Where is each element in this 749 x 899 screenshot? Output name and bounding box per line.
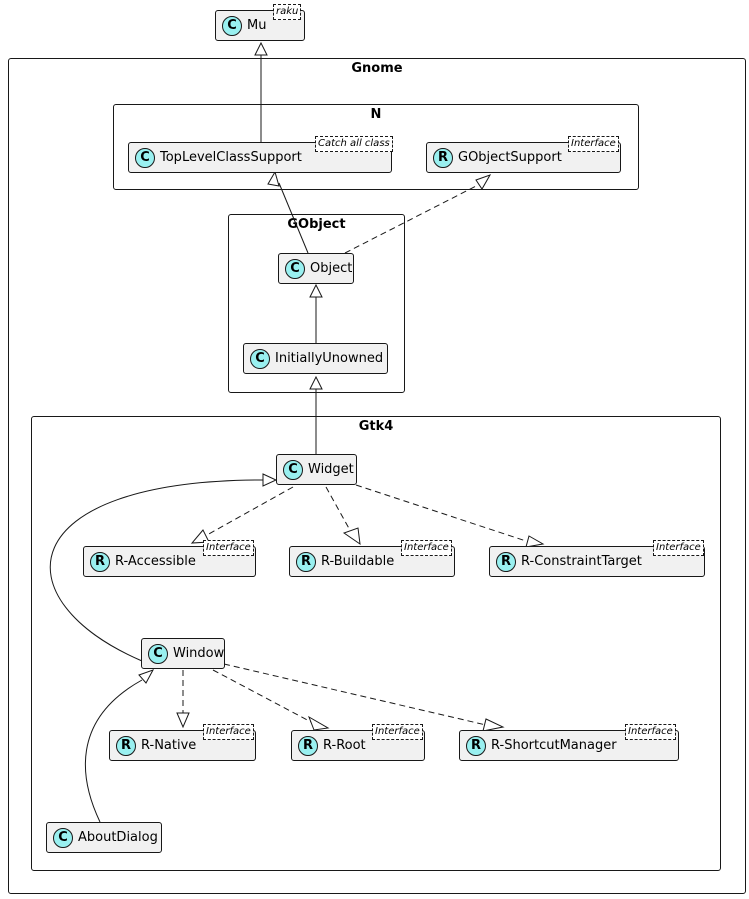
package-n: N	[113, 104, 639, 190]
package-gobject-title: GObject	[287, 217, 346, 232]
class-name: R-ConstraintTarget	[521, 554, 642, 569]
edge-window-to-widget	[49, 479, 264, 662]
class-name: R-ShortcutManager	[491, 738, 617, 753]
class-icon: C	[283, 460, 303, 480]
package-gtk4-title: Gtk4	[358, 419, 394, 434]
stereotype-label: Catch all class	[315, 136, 393, 152]
class-widget[interactable]: C Widget	[276, 454, 357, 485]
class-name: Mu	[247, 18, 267, 33]
interface-r-native[interactable]: R R-Native Interface	[109, 724, 256, 761]
edge-window-to-root	[212, 669, 314, 724]
role-icon: R	[90, 552, 110, 572]
stereotype-label: Interface	[568, 136, 619, 152]
class-mu[interactable]: C Mu raku	[215, 4, 305, 41]
arrowhead-initiallyunowned	[309, 375, 323, 390]
class-window[interactable]: C Window	[141, 638, 225, 669]
class-icon: C	[53, 828, 73, 848]
arrowhead-widget	[262, 473, 278, 487]
stereotype-label: Interface	[203, 724, 254, 740]
arrowhead-native	[176, 712, 190, 729]
interface-r-constrainttarget[interactable]: R R-ConstraintTarget Interface	[489, 540, 705, 577]
stereotype-label: Interface	[625, 724, 676, 740]
arrowhead-buildable	[342, 527, 361, 546]
class-object[interactable]: C Object	[278, 253, 354, 284]
class-icon: C	[285, 259, 305, 279]
class-icon: C	[135, 148, 155, 168]
edge-object-to-gobjectsupport	[344, 183, 481, 254]
interface-r-accessible[interactable]: R R-Accessible Interface	[83, 540, 256, 577]
role-icon: R	[298, 736, 318, 756]
stereotype-label: Interface	[203, 540, 254, 556]
class-name: Widget	[308, 462, 354, 477]
package-gnome: Gnome	[8, 58, 746, 894]
class-name: GObjectSupport	[458, 150, 562, 165]
edge-widget-to-buildable	[325, 486, 352, 533]
class-icon: C	[222, 16, 242, 36]
arrowhead-gobjectsupport	[475, 174, 492, 190]
edge-widget-to-constrainttarget	[355, 484, 527, 542]
role-icon: R	[296, 552, 316, 572]
interface-r-buildable[interactable]: R R-Buildable Interface	[289, 540, 455, 577]
arrowhead-constrainttarget	[525, 535, 545, 548]
package-gtk4: Gtk4	[31, 416, 721, 871]
role-icon: R	[496, 552, 516, 572]
class-name: AboutDialog	[78, 830, 158, 845]
interface-r-shortcutmanager[interactable]: R R-ShortcutManager Interface	[459, 724, 679, 761]
stereotype-label: Interface	[653, 540, 704, 556]
class-initiallyunowned[interactable]: C InitiallyUnowned	[243, 343, 388, 374]
role-icon: R	[466, 736, 486, 756]
package-gnome-title: Gnome	[351, 61, 403, 76]
arrowhead-toplevel	[267, 170, 280, 187]
stereotype-label: Interface	[401, 540, 452, 556]
class-aboutdialog[interactable]: C AboutDialog	[46, 822, 162, 853]
class-icon: C	[250, 349, 270, 369]
package-n-title: N	[370, 107, 382, 122]
stereotype-label: raku	[273, 4, 302, 20]
class-name: InitiallyUnowned	[275, 351, 384, 366]
class-name: R-Accessible	[115, 554, 196, 569]
arrowhead-object	[309, 283, 323, 298]
class-name: TopLevelClassSupport	[160, 150, 302, 165]
edge-object-to-toplevel	[278, 182, 309, 254]
class-name: R-Root	[323, 738, 366, 753]
interface-r-root[interactable]: R R-Root Interface	[291, 724, 425, 761]
class-name: R-Native	[141, 738, 197, 753]
interface-gobjectsupport[interactable]: R GObjectSupport Interface	[426, 136, 621, 173]
class-name: Window	[173, 646, 225, 661]
arrowhead-mu	[254, 41, 268, 56]
role-icon: R	[433, 148, 453, 168]
arrowhead-root	[308, 715, 330, 731]
arrowhead-window	[138, 669, 155, 684]
stereotype-label: Interface	[372, 724, 423, 740]
edge-window-to-shortcutmanager	[223, 663, 487, 726]
class-name: R-Buildable	[321, 554, 395, 569]
role-icon: R	[116, 736, 136, 756]
class-icon: C	[148, 644, 168, 664]
edge-widget-to-accessible	[206, 486, 294, 536]
edge-aboutdialog-to-window	[84, 679, 143, 823]
arrowhead-shortcutmanager	[482, 718, 505, 732]
class-toplevelclasssupport[interactable]: C TopLevelClassSupport Catch all class	[128, 136, 393, 173]
class-name: Object	[310, 261, 353, 276]
arrowhead-accessible	[190, 529, 210, 544]
